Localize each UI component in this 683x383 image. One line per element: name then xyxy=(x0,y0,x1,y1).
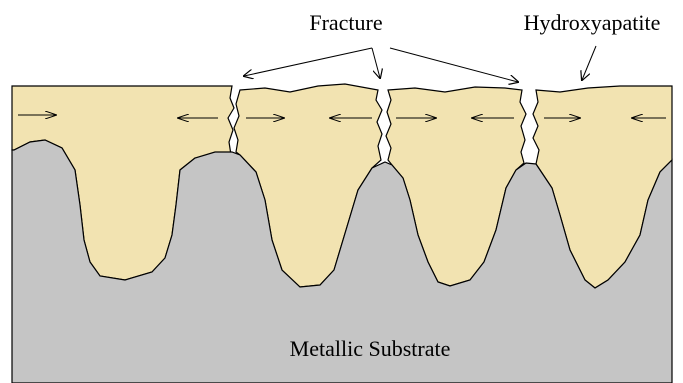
fracture-label: Fracture xyxy=(309,10,382,35)
substrate-label: Metallic Substrate xyxy=(290,336,451,361)
hydroxyapatite-label: Hydroxyapatite xyxy=(524,10,661,35)
